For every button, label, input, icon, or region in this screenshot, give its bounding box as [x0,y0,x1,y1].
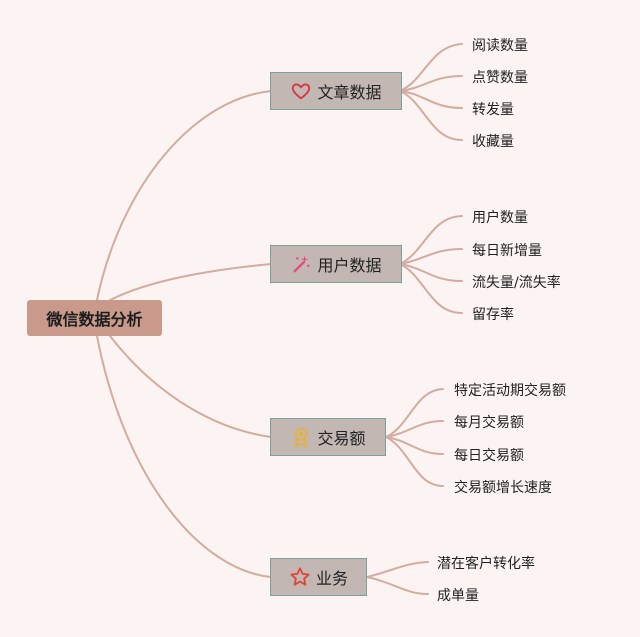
connector-b3-l3 [385,436,444,455]
medal-icon [290,426,312,448]
connector-root-branch-4 [96,335,272,578]
connector-root-branch-2 [109,263,272,301]
connector-b3-l4 [385,436,444,487]
leaf-node[interactable]: 转发量 [472,102,514,118]
branch-node-transaction-volume[interactable]: 交易额 [270,418,386,456]
leaf-node[interactable]: 特定活动期交易额 [454,383,566,399]
branch-node-article-data[interactable]: 文章数据 [270,72,402,110]
branch-node-user-data[interactable]: 用户数据 [270,245,402,283]
connector-b2-l4 [399,263,463,314]
branch-node-business[interactable]: 业务 [270,558,367,596]
star-icon [289,566,311,588]
branch-label: 业务 [315,569,348,588]
root-node[interactable]: 微信数据分析 [27,300,162,336]
connector-b2-l3 [399,263,463,282]
leaf-node[interactable]: 收藏量 [472,134,514,150]
leaf-node[interactable]: 每月交易额 [454,415,524,431]
connector-b1-l2 [399,75,463,92]
leaf-node[interactable]: 每日交易额 [454,448,524,464]
leaf-node[interactable]: 潜在客户转化率 [437,556,535,572]
branch-label: 用户数据 [317,256,382,275]
connector-b2-l1 [399,215,463,265]
connector-b4-l2 [366,576,429,595]
leaf-node[interactable]: 每日新增量 [472,243,542,259]
connector-b3-l1 [385,388,444,438]
magic-wand-icon [290,253,312,275]
leaf-node[interactable]: 阅读数量 [472,38,528,54]
connector-b1-l4 [399,90,463,141]
branch-label: 文章数据 [317,83,382,102]
connector-b1-l1 [399,43,463,92]
connector-b4-l1 [366,561,429,578]
heart-icon [290,80,312,102]
connector-b1-l3 [399,90,463,109]
leaf-node[interactable]: 用户数量 [472,210,528,226]
leaf-node[interactable]: 交易额增长速度 [454,480,552,496]
root-label: 微信数据分析 [46,310,143,329]
connector-b3-l2 [385,420,444,438]
connector-root-branch-3 [109,335,272,438]
leaf-node[interactable]: 流失量/流失率 [472,275,561,291]
leaf-node[interactable]: 点赞数量 [472,70,528,86]
branch-label: 交易额 [317,429,366,448]
connector-root-branch-1 [96,90,272,301]
leaf-node[interactable]: 成单量 [437,588,479,604]
leaf-node[interactable]: 留存率 [472,307,514,323]
connector-b2-l2 [399,248,463,265]
